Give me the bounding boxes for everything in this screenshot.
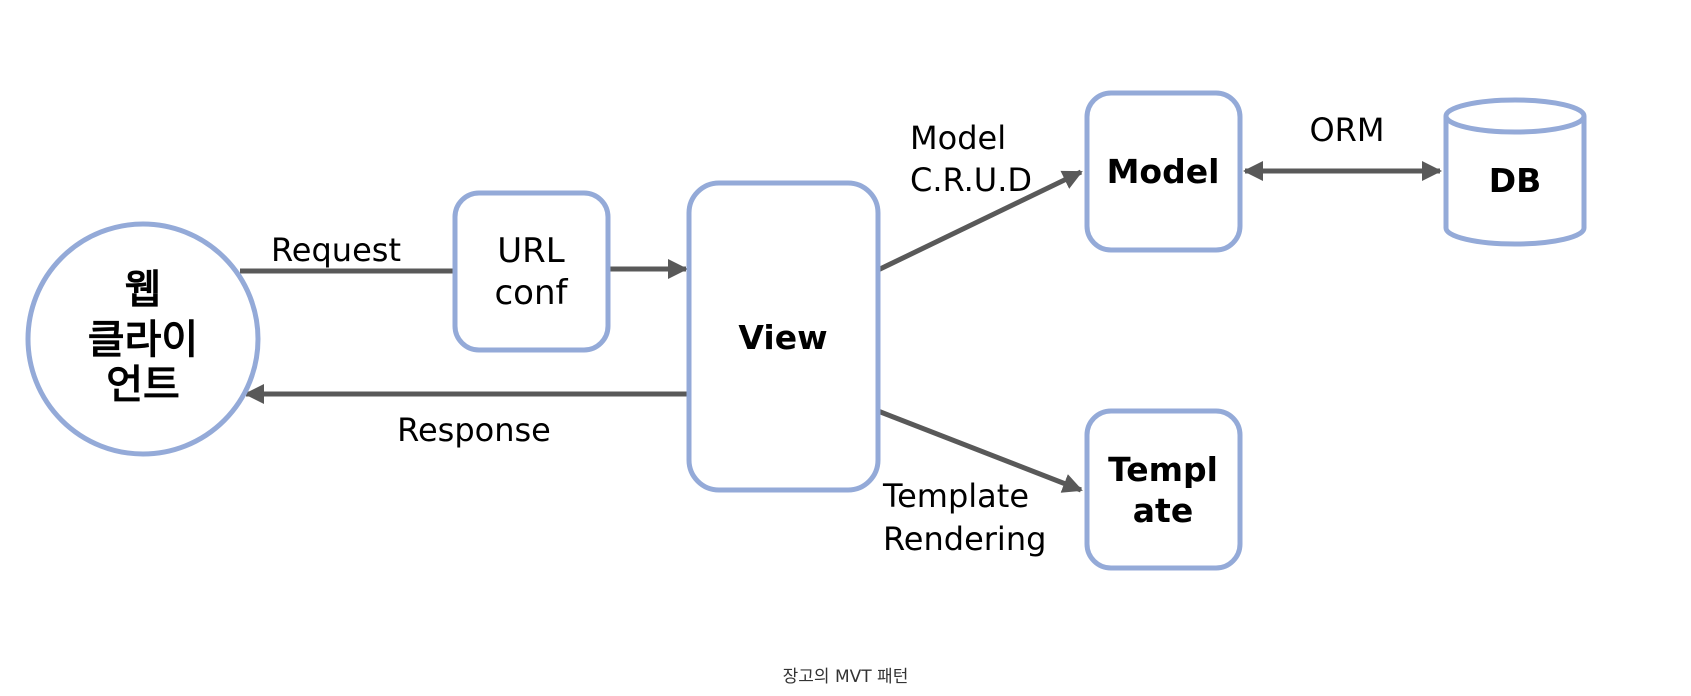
template-label-line-2: ate (1133, 491, 1193, 530)
db-label: DB (1489, 161, 1542, 200)
view-node: View (686, 180, 881, 493)
urlconf-label-line-2: conf (494, 273, 568, 313)
view-label: View (738, 318, 827, 357)
web-client-label-line-3: 언트 (106, 362, 180, 408)
model-label: Model (1107, 152, 1220, 191)
template-node: Templ ate (1084, 408, 1243, 571)
view-to-model-arrow (876, 169, 1083, 273)
model-crud-label-line-2: C.R.U.D (910, 161, 1032, 199)
orm-label: ORM (1309, 111, 1384, 149)
db-node: DB (1443, 97, 1587, 247)
web-client-node: 웹 클라이 언트 (25, 221, 261, 457)
mvt-diagram: 웹 클라이 언트 URL conf View Model Templ ate D… (25, 90, 1587, 571)
template-label-line-1: Templ (1108, 450, 1218, 489)
model-node: Model (1084, 90, 1243, 253)
model-crud-label-line-1: Model (910, 119, 1006, 157)
urlconf-node: URL conf (452, 190, 611, 353)
request-label: Request (271, 231, 401, 269)
view-to-template-arrow (877, 408, 1083, 493)
web-client-label-line-2: 클라이 (88, 317, 198, 363)
response-label: Response (397, 411, 551, 449)
template-rendering-label-line-2: Rendering (883, 520, 1046, 558)
web-client-label-line-1: 웹 (125, 267, 162, 313)
template-rendering-label-line-1: Template (882, 477, 1029, 515)
urlconf-label-line-1: URL (497, 231, 565, 271)
figure-caption: 장고의 MVT 패턴 (782, 667, 909, 687)
